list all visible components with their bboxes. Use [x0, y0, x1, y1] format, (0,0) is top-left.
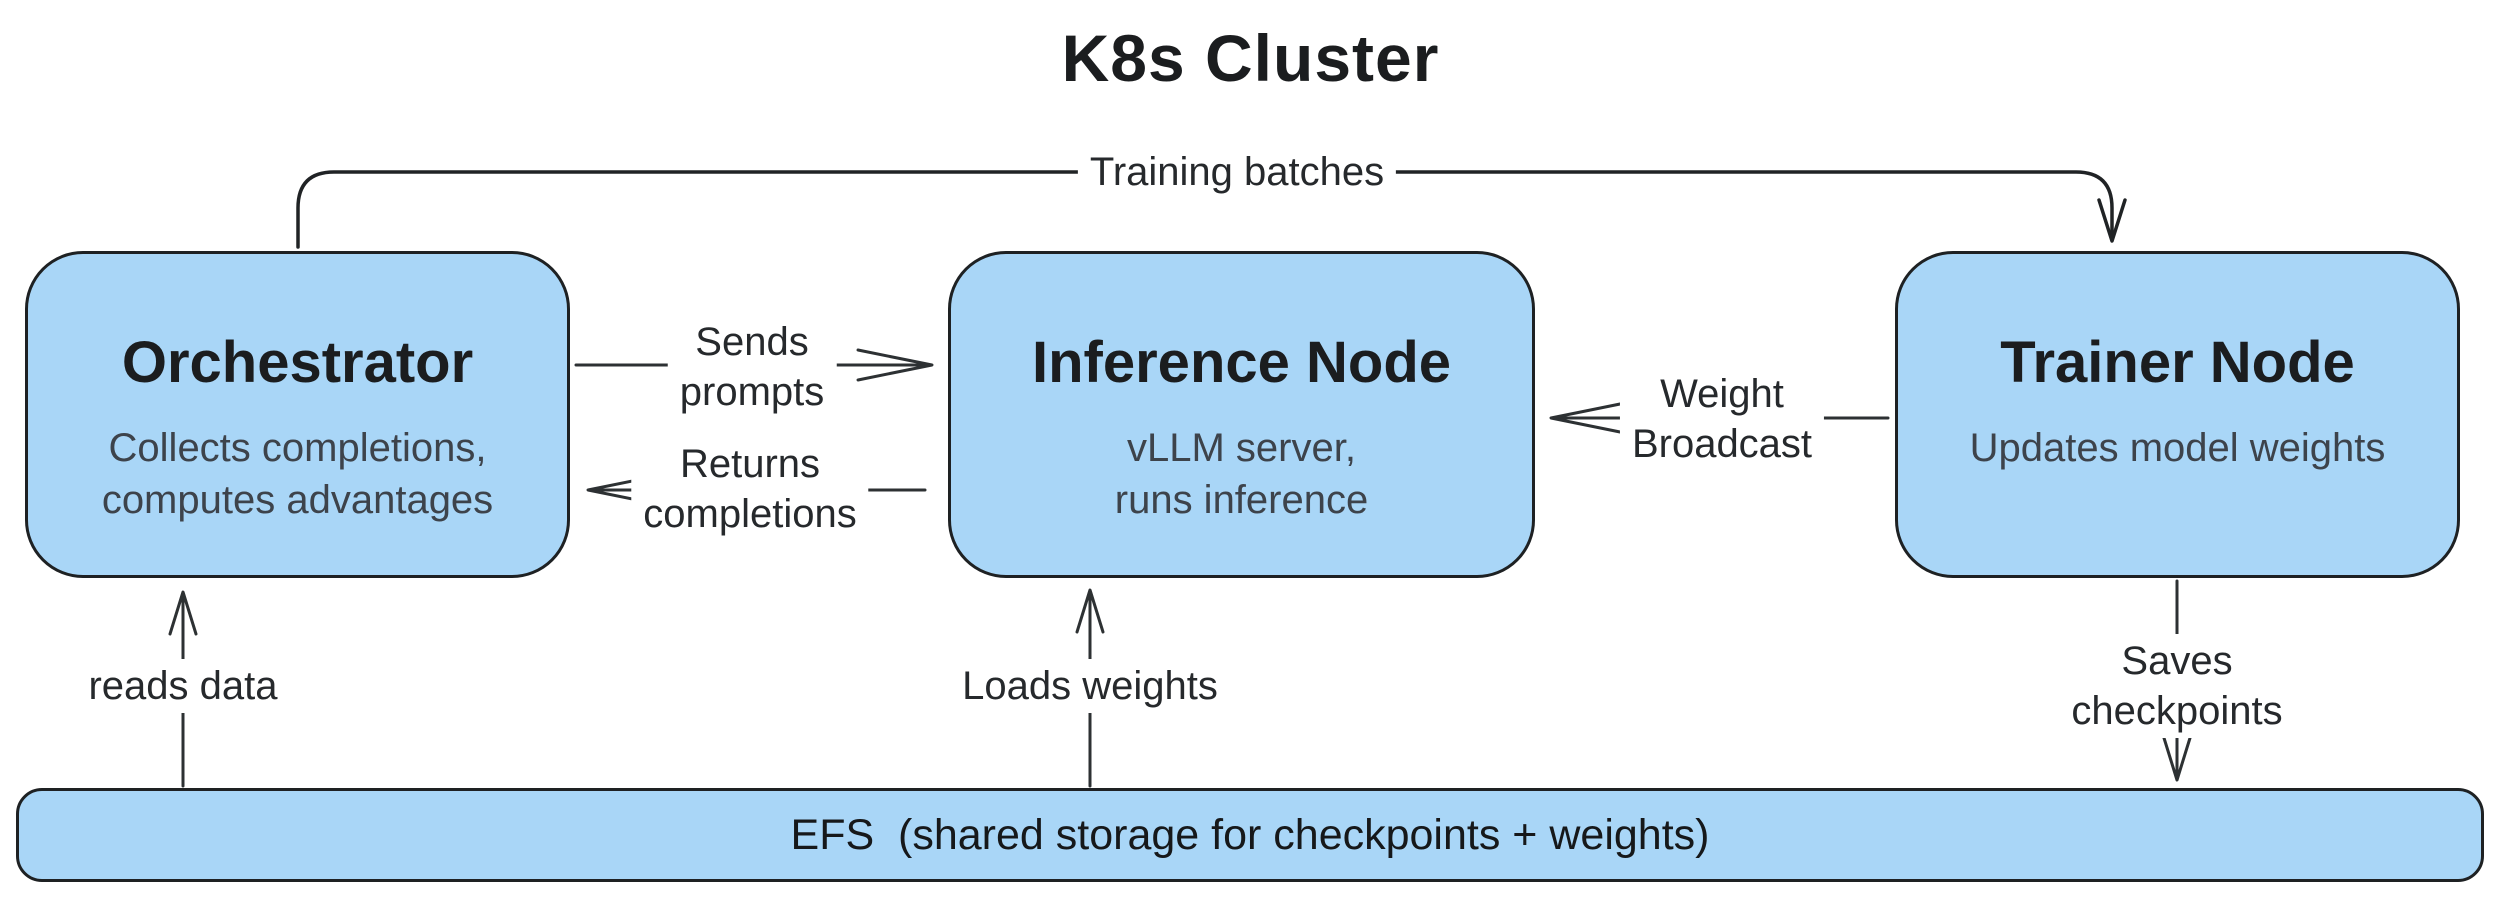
- arrowhead-down-icon: [2097, 198, 2127, 243]
- trainer-title: Trainer Node: [2000, 330, 2355, 395]
- efs-label: EFS (shared storage for checkpoints + we…: [790, 810, 1710, 859]
- orchestrator-subtitle: Collects completions, computes advantage…: [101, 426, 494, 522]
- diagram-title: K8s Cluster: [1061, 21, 1440, 95]
- trainer-node: Trainer Node Updates model weights: [1895, 251, 2460, 578]
- reads-data-label: reads data: [76, 659, 290, 713]
- sends-prompts-label: Sends prompts: [667, 315, 837, 419]
- inference-title: Inference Node: [1032, 330, 1451, 395]
- returns-completions-label: Returns completions: [631, 437, 869, 541]
- loads-weights-label: Loads weights: [950, 659, 1230, 713]
- trainer-subtitle: Updates model weights: [1969, 426, 2386, 470]
- inference-node: Inference Node vLLM server, runs inferen…: [948, 251, 1535, 578]
- arrowhead-down-icon: [2162, 736, 2192, 782]
- arrowhead-right-icon: [856, 348, 934, 382]
- inference-subtitle: vLLM server, runs inference: [1114, 426, 1369, 522]
- arrowhead-up-icon: [1075, 588, 1105, 634]
- saves-checkpoints-label: Saves checkpoints: [2015, 634, 2339, 738]
- arrowhead-up-icon: [168, 590, 198, 636]
- efs-storage-bar: EFS (shared storage for checkpoints + we…: [16, 788, 2484, 882]
- training-batches-label: Training batches: [1077, 145, 1397, 199]
- orchestrator-title: Orchestrator: [121, 330, 474, 395]
- orchestrator-node: Orchestrator Collects completions, compu…: [25, 251, 570, 578]
- arrowhead-left-icon: [1549, 401, 1627, 435]
- weight-broadcast-label: Weight Broadcast: [1619, 367, 1825, 471]
